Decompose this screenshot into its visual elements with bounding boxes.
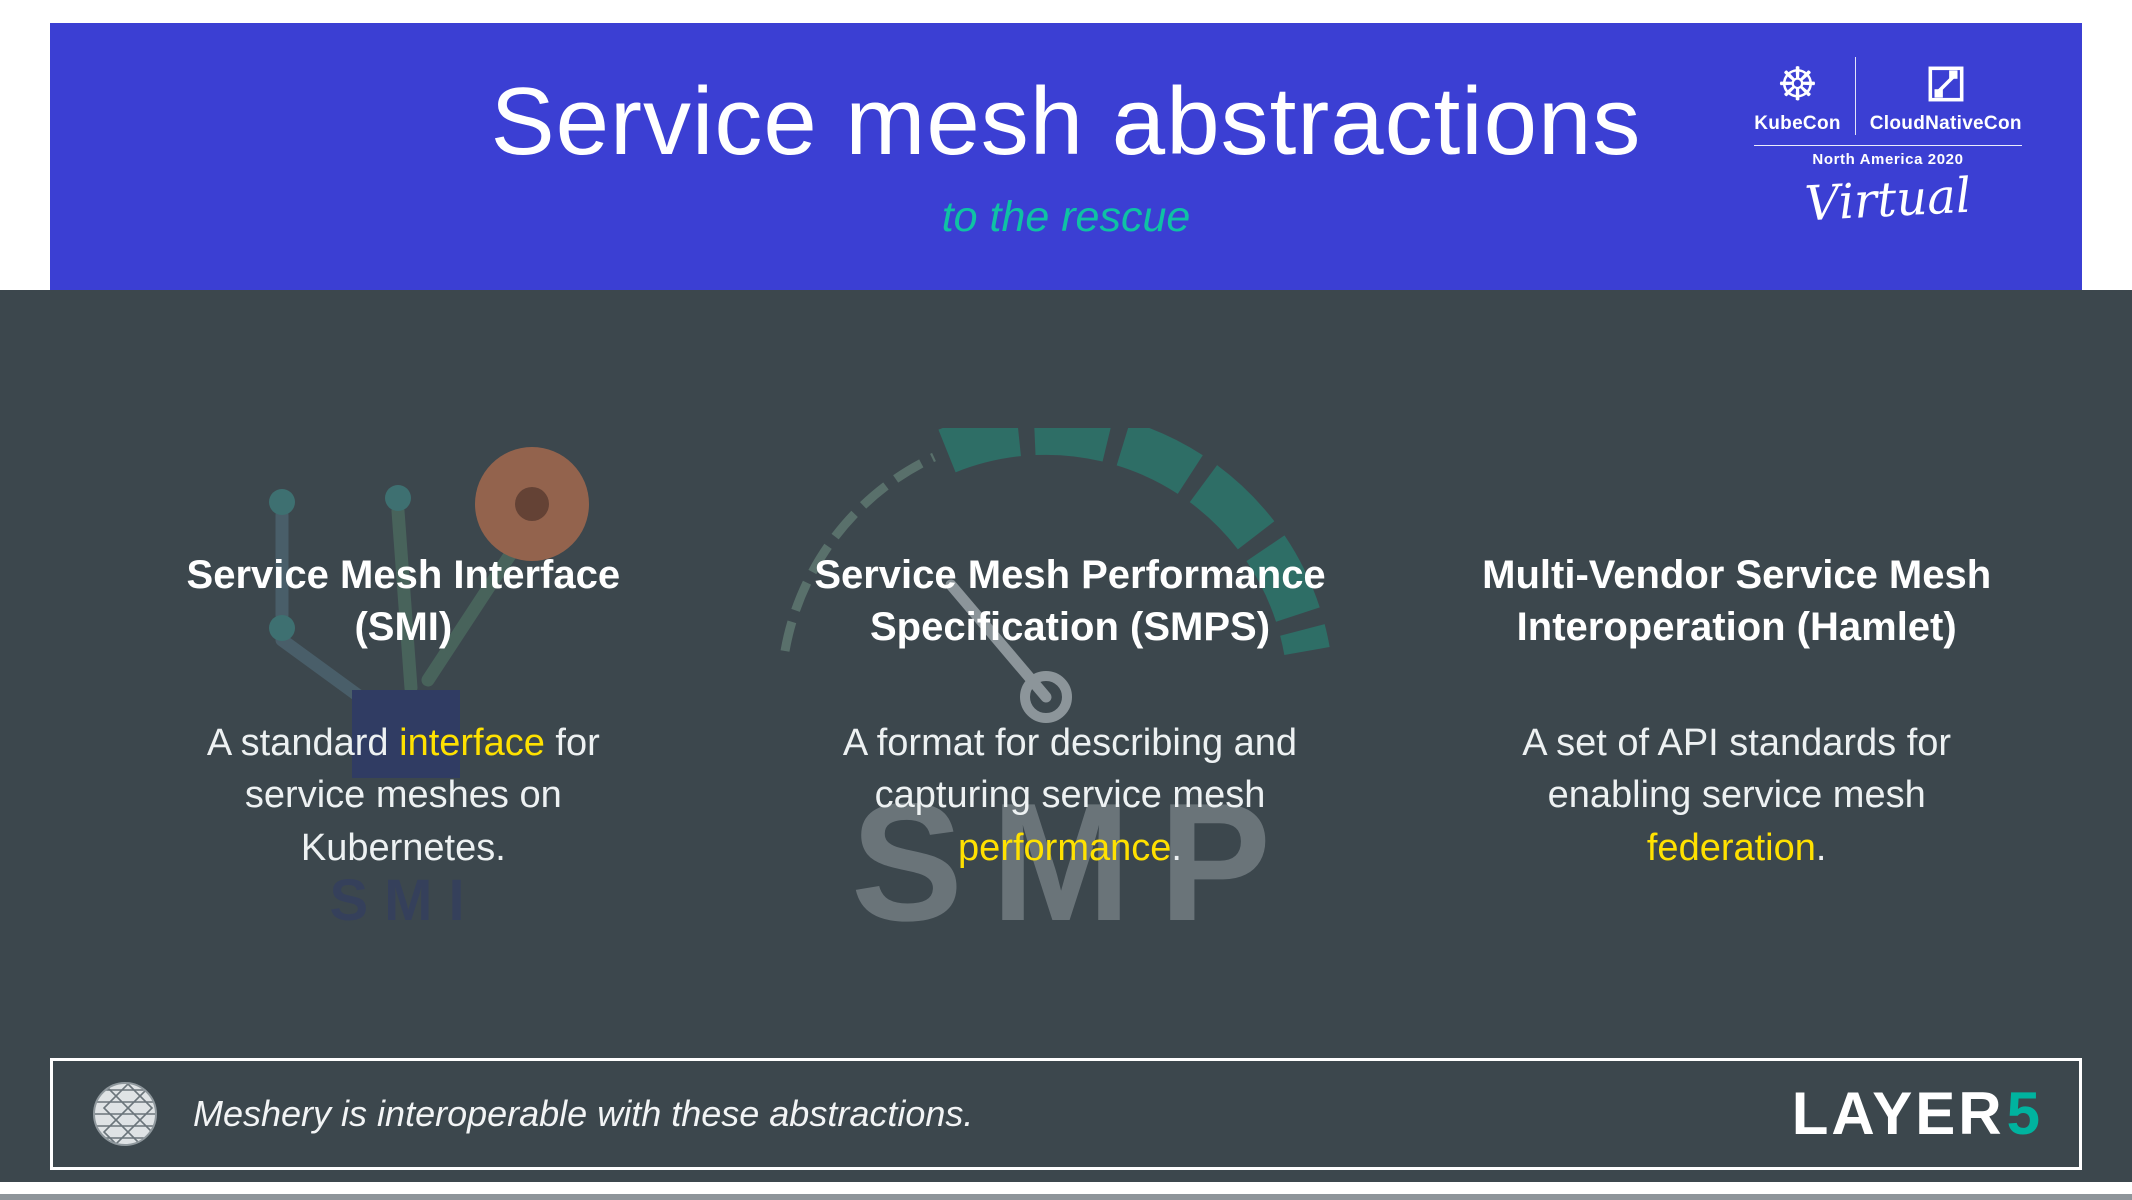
heading-line-1: Service Mesh Interface	[186, 553, 621, 597]
footer-bar: Meshery is interoperable with these abst…	[50, 1058, 2082, 1170]
header-band: Service mesh abstractions to the rescue …	[50, 23, 2082, 290]
column-body: A standard interface for service meshes …	[153, 717, 653, 874]
body-text: .	[1171, 826, 1182, 869]
column-hamlet: Multi-Vendor Service Mesh Interoperation…	[1403, 549, 2070, 874]
column-heading: Service Mesh Performance Specification (…	[757, 549, 1384, 653]
event-virtual-script: Virtual	[1803, 167, 1973, 233]
body-text: for service meshes on Kubernetes.	[244, 722, 600, 869]
page-title: Service mesh abstractions	[490, 68, 1642, 175]
column-smi: Service Mesh Interface (SMI) A standard …	[70, 549, 737, 874]
logo-divider	[1854, 57, 1856, 135]
gauge-thin-arc	[780, 452, 936, 652]
column-heading: Service Mesh Interface (SMI)	[90, 549, 717, 653]
meshery-logo-icon	[93, 1082, 157, 1146]
kubecon-cloudnativecon-logo: ☸ KubeCon CloudNativeCon North America 2…	[1750, 57, 2026, 232]
smp-gauge-watermark: SMP	[780, 428, 1330, 948]
body-text: A set of API standards for enabling serv…	[1522, 722, 1952, 817]
columns: Service Mesh Interface (SMI) A standard …	[70, 549, 2070, 874]
logo-rule	[1754, 145, 2022, 146]
smp-watermark-label: SMP	[851, 768, 1299, 948]
footer-note: Meshery is interoperable with these abst…	[193, 1093, 974, 1134]
body-text: A standard	[206, 722, 400, 764]
bottom-edge	[0, 1194, 2132, 1200]
heading-line-2: (SMI)	[354, 605, 453, 649]
event-location: North America 2020	[1812, 151, 1964, 168]
column-smps: Service Mesh Performance Specification (…	[737, 549, 1404, 874]
highlight-text: interface	[399, 722, 545, 764]
highlight-text: federation	[1646, 826, 1816, 869]
cloudnativecon-cell: CloudNativeCon	[1870, 61, 2022, 135]
layer5-wordmark: LAYER	[1791, 1080, 2005, 1147]
column-heading: Multi-Vendor Service Mesh Interoperation…	[1423, 549, 2050, 653]
body-text: .	[1815, 826, 1827, 869]
cloudnativecon-label: CloudNativeCon	[1869, 113, 2022, 134]
smi-watermark-label: SMI	[329, 868, 480, 933]
kubernetes-icon: ☸	[1776, 57, 1819, 111]
cncf-icon	[1928, 66, 1964, 102]
heading-line-1: Service Mesh Performance	[814, 553, 1326, 597]
body-text: A format for describing and capturing se…	[842, 722, 1298, 817]
kubecon-label: KubeCon	[1754, 113, 1841, 134]
column-body: A set of API standards for enabling serv…	[1477, 717, 1997, 874]
heading-line-1: Multi-Vendor Service Mesh	[1482, 553, 1992, 597]
column-body: A format for describing and capturing se…	[790, 717, 1350, 874]
smi-logo-watermark: SMI	[269, 447, 589, 933]
highlight-text: performance	[958, 826, 1172, 869]
event-logo-row: ☸ KubeCon CloudNativeCon	[1750, 57, 2026, 135]
kubecon-cell: ☸ KubeCon	[1754, 61, 1841, 135]
heading-line-2: Interoperation (Hamlet)	[1516, 605, 1957, 649]
gauge-segment-arc	[938, 428, 1330, 656]
layer5-logo: LAYER 5	[1792, 1084, 2043, 1144]
layer5-accent: 5	[2006, 1080, 2043, 1147]
gauge-hub	[1020, 671, 1072, 723]
heading-line-2: Specification (SMPS)	[869, 605, 1271, 649]
page-subtitle: to the rescue	[941, 193, 1191, 241]
